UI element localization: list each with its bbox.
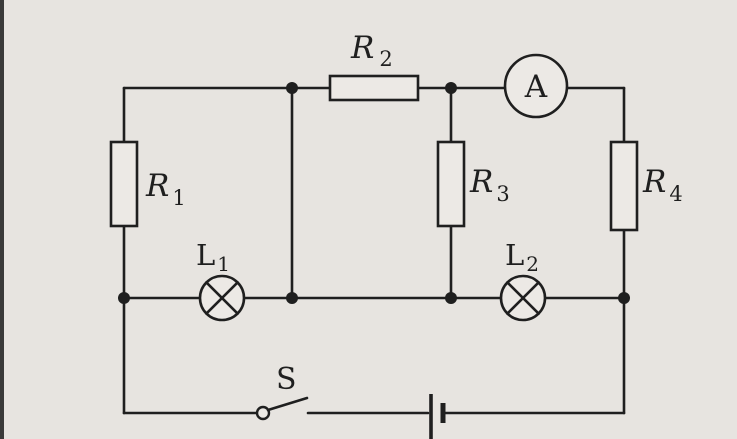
- battery: [429, 394, 446, 439]
- junction-mid-left: [118, 292, 130, 304]
- lamp-l2: [499, 274, 547, 322]
- junction-top-right: [445, 82, 457, 94]
- switch-s: [255, 396, 309, 421]
- switch-label: S: [276, 362, 297, 397]
- junction-mid-r3: [445, 292, 457, 304]
- junction-mid-center: [286, 292, 298, 304]
- ammeter-label: A: [524, 69, 548, 105]
- resistor-r3: [436, 140, 466, 228]
- junction-dots: [118, 82, 630, 304]
- resistor-r2: [328, 74, 420, 102]
- resistor-r1: [109, 140, 139, 228]
- resistor-r4: [609, 140, 639, 232]
- ammeter-symbol: [503, 53, 569, 119]
- lamp-l1: [198, 274, 246, 322]
- left-edge-strip: [0, 0, 4, 439]
- junction-top-left: [286, 82, 298, 94]
- junction-mid-right: [618, 292, 630, 304]
